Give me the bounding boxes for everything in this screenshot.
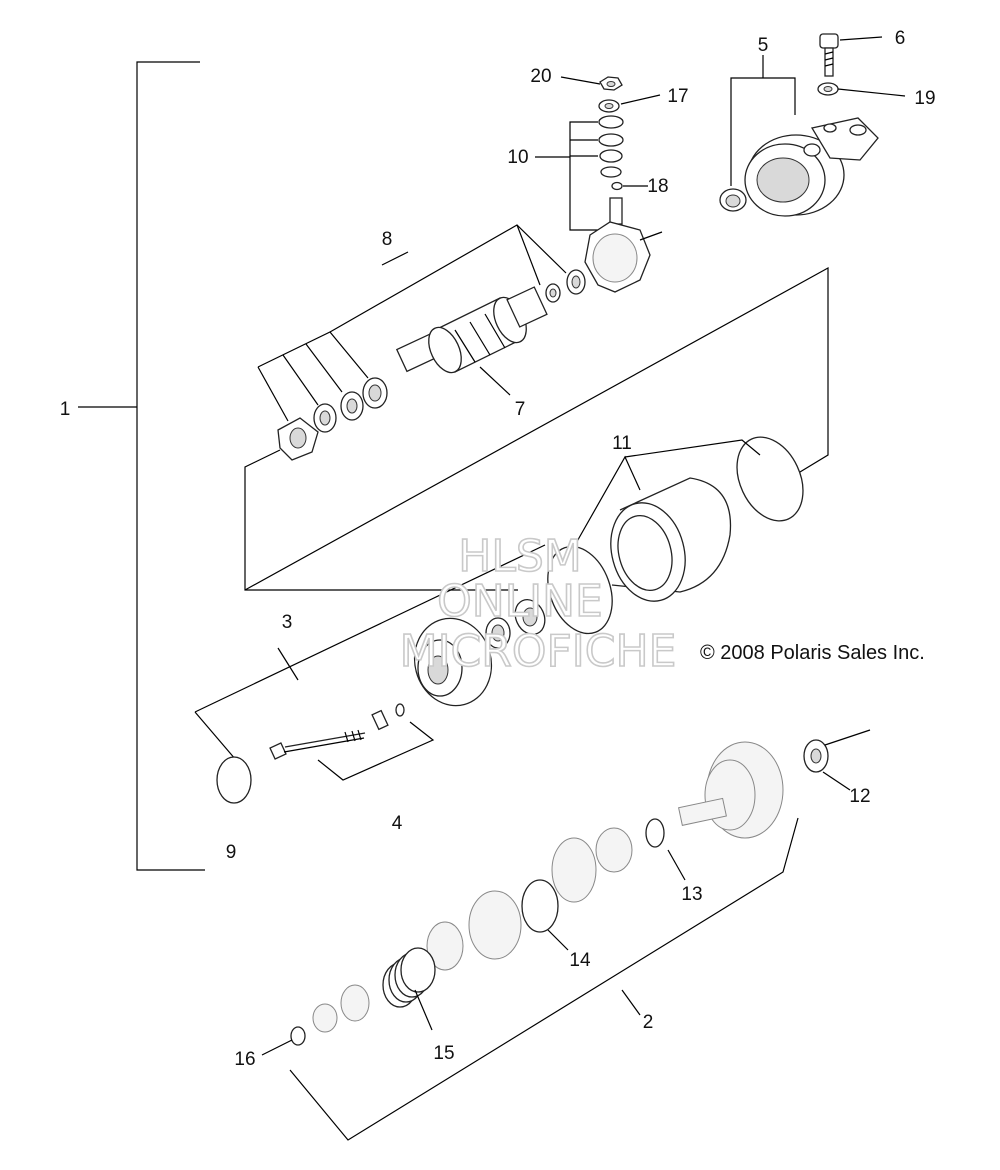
callout-labels: 1 2 3 4 5 6 7 8 9 10 11 12 13 14 15 16 1…	[60, 28, 936, 1070]
callout-14: 14	[569, 950, 591, 971]
armature-shims-upper	[329, 224, 586, 333]
callout-19: 19	[914, 88, 935, 109]
front-bracket-assembly	[194, 544, 546, 761]
callout-11: 11	[612, 433, 632, 454]
assembly-bracket	[78, 61, 205, 871]
callout-20: 20	[530, 66, 551, 87]
spring	[382, 947, 436, 1008]
callout-7: 7	[515, 399, 526, 420]
armature-shims-lower	[257, 251, 409, 461]
cap-plug	[216, 756, 252, 804]
callout-8: 8	[382, 229, 393, 250]
terminal-hardware-stack	[535, 76, 661, 231]
field-housing	[547, 436, 804, 635]
callout-1: 1	[60, 399, 71, 420]
callout-13: 13	[681, 884, 702, 905]
callout-4: 4	[392, 813, 403, 834]
watermark-line-3: MICROFICHE	[400, 626, 677, 677]
callout-6: 6	[895, 28, 906, 49]
callout-5: 5	[758, 35, 769, 56]
callout-15: 15	[433, 1043, 454, 1064]
callout-17: 17	[667, 86, 688, 107]
watermark-line-2: ONLINE	[437, 576, 603, 627]
watermark: HLSM ONLINE MICROFICHE	[399, 530, 677, 678]
through-bolt	[269, 709, 435, 781]
copyright-notice: © 2008 Polaris Sales Inc.	[700, 642, 925, 664]
brush-holder-plate	[584, 197, 663, 293]
assembly-frame-lines	[244, 266, 829, 591]
rear-end-cover	[719, 55, 879, 217]
callout-2: 2	[643, 1012, 654, 1033]
drive-assembly	[261, 729, 871, 1141]
callout-12: 12	[849, 786, 870, 807]
armature	[395, 286, 548, 396]
washer-19	[817, 82, 906, 97]
watermark-line-1: HLSM	[458, 531, 582, 582]
callout-10: 10	[507, 147, 528, 168]
callout-18: 18	[647, 176, 668, 197]
callout-9: 9	[226, 842, 237, 863]
callout-16: 16	[234, 1049, 255, 1070]
bolt-6	[819, 33, 883, 77]
callout-3: 3	[282, 612, 293, 633]
